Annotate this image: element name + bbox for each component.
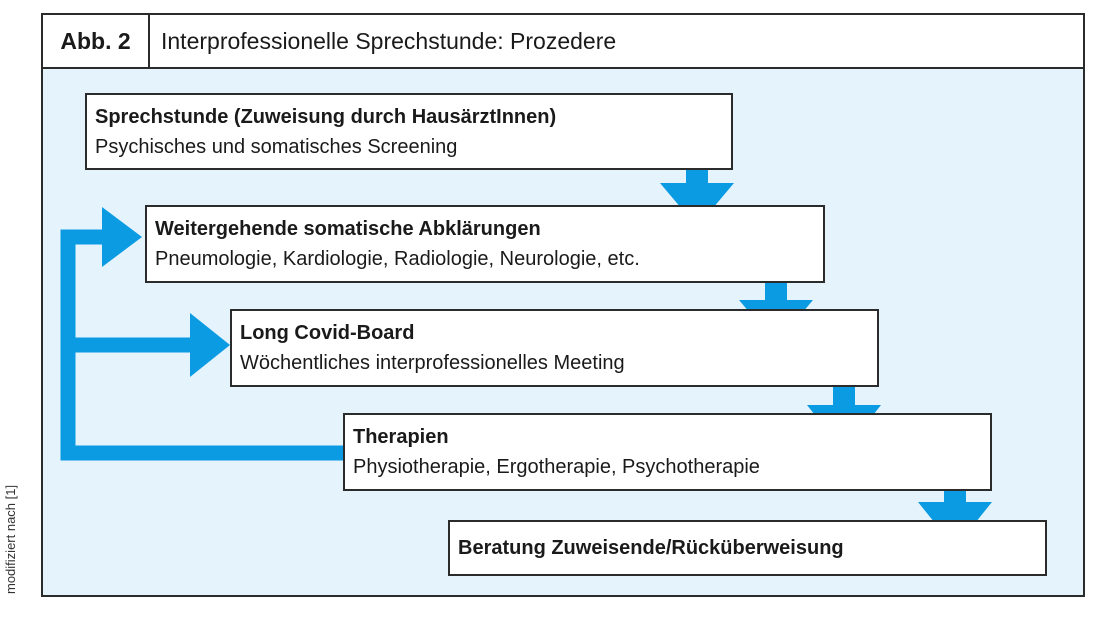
down-arrow-step-3-to-4 <box>807 372 881 452</box>
step-1-title: Sprechstunde (Zuweisung durch HausärztIn… <box>95 106 557 128</box>
step-5-box: Beratung Zuweisende/Rücküberweisung <box>448 520 1047 576</box>
figure-header: Abb. 2 Interprofessionelle Sprechstunde:… <box>43 15 1083 69</box>
step-2-box: Weitergehende somatische Abklärungen Pne… <box>145 205 825 283</box>
feedback-loop-line <box>60 229 345 461</box>
step-2-title: Weitergehende somatische Abklärungen <box>155 218 541 240</box>
step-4-box: Therapien Physiotherapie, Ergotherapie, … <box>343 413 992 491</box>
step-5-title: Beratung Zuweisende/Rücküberweisung <box>458 537 844 559</box>
step-1-subtitle: Psychisches und somatisches Screening <box>95 136 458 158</box>
figure-label: Abb. 2 <box>43 15 150 67</box>
step-4-title: Therapien <box>353 426 449 448</box>
figure-title: Interprofessionelle Sprechstunde: Prozed… <box>161 27 617 54</box>
step-3-title: Long Covid-Board <box>240 322 415 344</box>
step-3-subtitle: Wöchentliches interprofessionelles Meeti… <box>240 352 625 374</box>
down-arrow-step-1-to-2 <box>660 150 734 227</box>
source-credit: modifiziert nach [1] <box>3 484 18 594</box>
step-3-box: Long Covid-Board Wöchentliches interprof… <box>230 309 879 387</box>
down-arrow-step-2-to-3 <box>739 267 813 344</box>
step-4-subtitle: Physiotherapie, Ergotherapie, Psychother… <box>353 456 760 478</box>
down-arrow-step-4-to-5 <box>918 465 992 548</box>
feedback-arrowhead-to-step-2 <box>102 207 142 267</box>
step-2-subtitle: Pneumologie, Kardiologie, Radiologie, Ne… <box>155 248 640 270</box>
feedback-arrowhead-to-step-3 <box>190 313 230 377</box>
step-1-box: Sprechstunde (Zuweisung durch HausärztIn… <box>85 93 733 170</box>
